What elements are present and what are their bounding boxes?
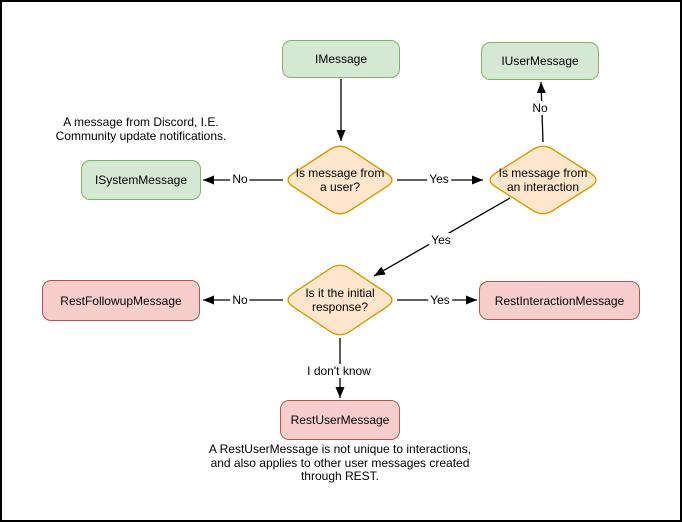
initial-check-to-restusermessage-label: I don't know — [305, 364, 373, 378]
decision-label-is-initial-response: Is it the initial response? — [305, 286, 375, 314]
note-isystemmessage: A message from Discord, I.E. Community u… — [55, 115, 227, 143]
user-check-to-isystemmessage-label: No — [230, 172, 250, 186]
decision-label-is-message-from-interaction: Is message from an interaction — [498, 166, 588, 194]
node-isystemmessage: ISystemMessage — [81, 160, 201, 200]
initial-check-to-followup-label: No — [230, 293, 250, 307]
decision-is-message-from-interaction — [489, 145, 597, 215]
node-iusermessage: IUserMessage — [481, 42, 599, 80]
user-check-to-interaction-check-label: Yes — [427, 172, 451, 186]
decision-is-initial-response — [287, 264, 393, 336]
node-imessage: IMessage — [282, 40, 400, 78]
initial-check-to-interaction-msg-label: Yes — [428, 293, 452, 307]
interaction-check-to-iusermessage-label: No — [530, 101, 550, 115]
decision-is-message-from-user — [287, 145, 393, 215]
decision-label-is-message-from-user: Is message from a user? — [295, 166, 385, 194]
node-restusermessage: RestUserMessage — [280, 400, 400, 440]
interaction-check-to-initial-check-label: Yes — [429, 233, 453, 247]
node-restinteractionmessage: RestInteractionMessage — [479, 281, 640, 320]
note-restusermessage: A RestUserMessage is not unique to inter… — [208, 442, 472, 483]
node-restfollowupmessage: RestFollowupMessage — [42, 280, 200, 321]
